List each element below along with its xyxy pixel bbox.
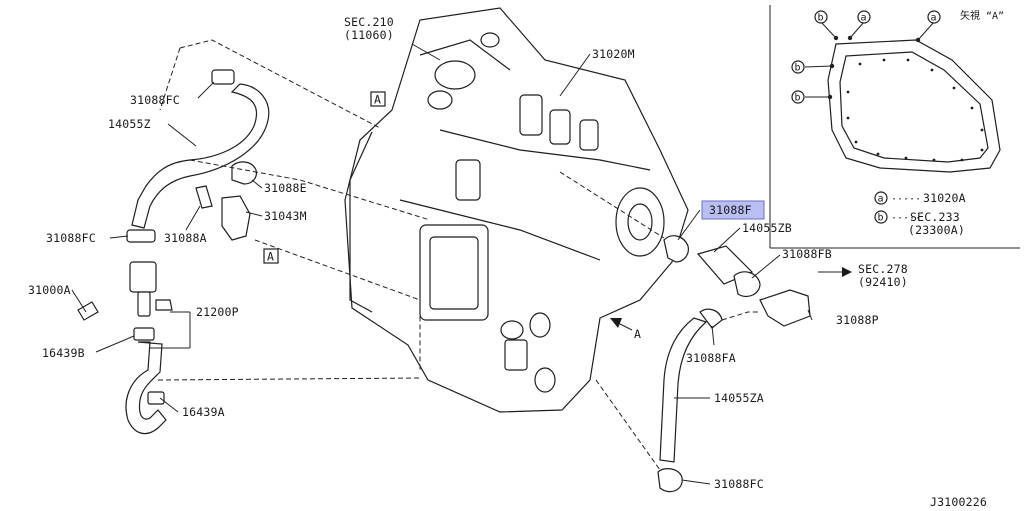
label-31088FC-bot[interactable]: 31088FC [714,477,764,491]
marker-a-1 [857,10,871,24]
bracket-31043M [221,195,251,241]
label-14055ZA[interactable]: 14055ZA [714,391,764,405]
label-31088A[interactable]: 31088A [164,231,207,245]
hose-14055Z [131,83,270,229]
label-31000A[interactable]: 31000A [28,283,71,297]
clamp-16439B [133,327,155,341]
clamp-31088FC-top [211,69,235,85]
label-16439A[interactable]: 16439A [182,405,225,419]
label-sec210[interactable]: SEC.210 [344,15,394,29]
inset-title: 矢視 “A” [960,9,1004,22]
label-31088F[interactable]: 31088F [709,203,752,217]
arrow-right-icon [842,267,852,277]
clamp-31088F [663,235,689,263]
transmission-assembly [344,7,689,413]
label-14055ZB[interactable]: 14055ZB [742,221,792,235]
marker-text: b [795,93,801,104]
part-labels: SEC.210 (11060) 31020M 31088FC 14055Z 31… [28,15,987,509]
bolt-31088A [195,185,213,209]
label-31088FA[interactable]: 31088FA [686,351,736,365]
clamp-31088E [231,161,257,185]
hose-14055ZA [659,317,708,463]
label-sec278-num: (92410) [858,275,908,289]
label-31088E[interactable]: 31088E [264,181,307,195]
marker-b-3 [791,90,805,104]
legend-marker-a [874,191,888,205]
legend-text-b-extra: (23300A) [908,223,965,237]
inset-view-a: b a a b b 矢視 “A” a ····· 31020A b ····· … [769,5,1020,249]
clamp-31088FC-bot [657,468,683,493]
view-arrow-icon [610,318,622,328]
legend-dots: ····· [891,213,921,224]
label-21200P[interactable]: 21200P [196,305,239,319]
leader-lines [71,43,813,485]
legend-marker-text: b [878,213,884,224]
legend-marker-b [874,210,888,224]
clamp-31088FC-mid [126,229,156,243]
marker-text: b [795,63,801,74]
label-sec278[interactable]: SEC.278 [858,262,908,276]
clamp-31088FB [733,271,761,297]
highlight-31088F [701,200,765,220]
legend-text-b: SEC.233 [910,210,960,224]
legend-dots: ····· [891,194,921,205]
inset-callout-markers: b a a b b [791,10,941,104]
marker-text: b [818,13,824,24]
bolt-31000A [77,301,99,321]
label-31088P[interactable]: 31088P [836,313,879,327]
marker-text: a [861,13,867,24]
hose-lower-left [125,341,167,435]
legend-text-a: 31020A [923,191,966,205]
marker-a-2 [927,10,941,24]
label-31043M[interactable]: 31043M [264,209,307,223]
marker-text: a [931,13,937,24]
label-16439B[interactable]: 16439B [42,346,85,360]
label-arrow-a: A [634,327,641,341]
marker-b-2 [791,60,805,74]
legend-marker-text: a [878,194,884,205]
clamp-16439A [147,391,165,405]
label-14055Z[interactable]: 14055Z [108,117,151,131]
label-31088FB[interactable]: 31088FB [782,247,832,261]
label-31088FC-top[interactable]: 31088FC [130,93,180,107]
valve-21200P [129,261,157,293]
right-hose-assembly [610,235,852,493]
dashed-guides [157,39,760,471]
fitting-31088P [759,289,811,327]
ref-box-a-top [370,91,386,107]
ref-box-a-left-text: A [267,250,274,264]
marker-b-1 [814,10,828,24]
ref-box-a-top-text: A [374,93,381,107]
diagram-id: J3100226 [930,495,987,509]
label-sec210-num: (11060) [344,28,394,42]
left-hose-assembly [77,69,270,435]
ref-box-a-left [263,248,279,264]
label-31088FC-mid[interactable]: 31088FC [46,231,96,245]
label-31020M[interactable]: 31020M [592,47,635,61]
